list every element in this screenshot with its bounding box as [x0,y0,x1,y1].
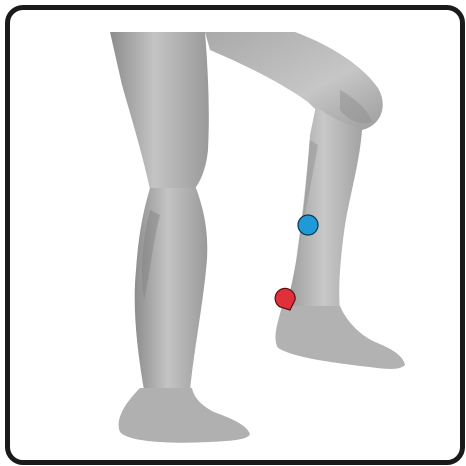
red-point-marker[interactable] [275,288,295,310]
left-foot [119,388,250,443]
image-frame [5,5,465,465]
blue-point-marker[interactable] [298,215,318,235]
left-thigh [110,32,209,190]
right-foot [275,306,405,369]
legs-illustration [10,10,460,460]
right-shin [285,106,362,310]
